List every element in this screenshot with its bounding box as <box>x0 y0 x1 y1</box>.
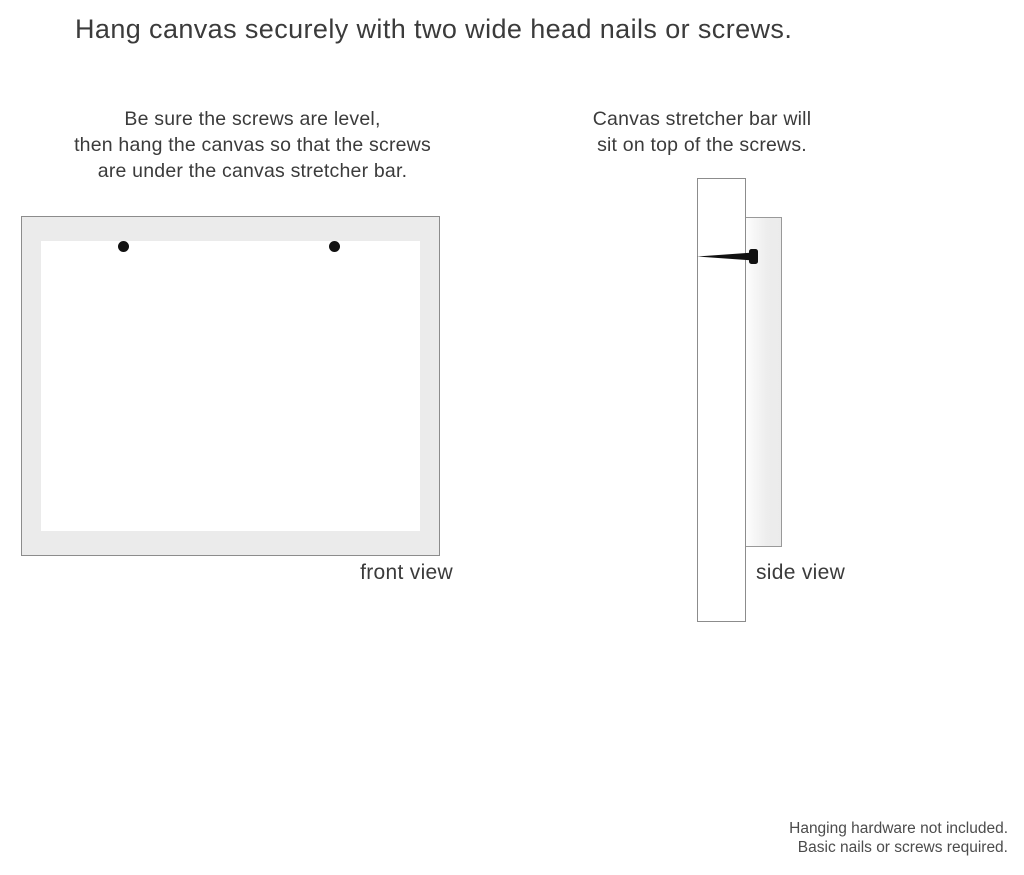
footnote-line: Basic nails or screws required. <box>797 839 1008 856</box>
instruction-line: Be sure the screws are level, <box>124 108 381 130</box>
nail-head-dot-right <box>329 241 340 252</box>
nail-icon <box>697 249 758 264</box>
instruction-line: are under the canvas stretcher bar. <box>97 160 408 182</box>
front-view-canvas-frame <box>21 216 440 556</box>
front-view-canvas-face <box>41 241 420 531</box>
instruction-line: Canvas stretcher bar will <box>592 108 812 130</box>
page-title: Hang canvas securely with two wide head … <box>75 14 793 44</box>
front-view-label: front view <box>360 561 453 584</box>
side-view-label: side view <box>756 561 846 584</box>
instruction-line: sit on top of the screws. <box>597 134 807 156</box>
instruction-line: then hang the canvas so that the screws <box>74 134 431 156</box>
footnote-line: Hanging hardware not included. <box>789 820 1008 837</box>
hardware-footnote: Hanging hardware not included. Basic nai… <box>789 819 1008 857</box>
side-view-stretcher-bar <box>697 178 746 622</box>
nail-head-dot-left <box>118 241 129 252</box>
front-view-instruction-text: Be sure the screws are level, then hang … <box>40 106 465 184</box>
side-view-instruction-text: Canvas stretcher bar will sit on top of … <box>577 106 827 158</box>
